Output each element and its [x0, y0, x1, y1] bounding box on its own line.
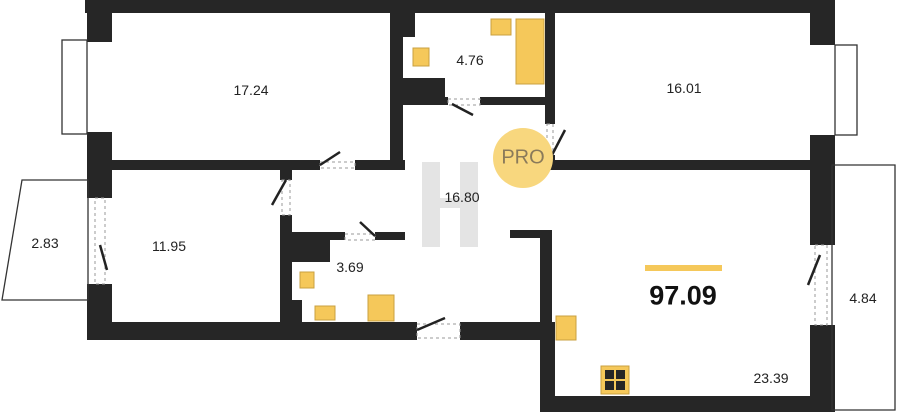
- kitchen-sink-icon: [555, 315, 577, 341]
- doors: [98, 102, 822, 332]
- fixtures: [299, 18, 630, 395]
- toilet-icon: [412, 47, 430, 67]
- walls: [85, 0, 835, 412]
- shower-icon: [367, 294, 395, 322]
- room-area-label: 16.80: [444, 189, 480, 205]
- sink-icon: [314, 305, 336, 321]
- pro-badge-circle: [493, 128, 553, 188]
- room-area-label: 4.84: [849, 290, 877, 306]
- room-area-label: 11.95: [152, 238, 186, 254]
- total-area: 97.09: [649, 280, 717, 311]
- accent-line: [645, 265, 722, 271]
- room-area-label: 17.24: [233, 82, 269, 98]
- balconies-and-windows: [1, 39, 896, 411]
- pro-badge: PRO: [501, 146, 545, 169]
- bathtub-icon: [515, 18, 545, 85]
- room-area-label: 3.69: [336, 259, 364, 275]
- room-area-label: 23.39: [753, 370, 789, 386]
- toilet-icon: [299, 271, 315, 289]
- watermark-logo: [422, 162, 478, 247]
- sink-icon: [490, 18, 512, 36]
- room-area-label: 16.01: [666, 80, 702, 96]
- room-area-label: 2.83: [31, 235, 59, 251]
- room-area-label: 4.76: [456, 52, 484, 68]
- stove-burners: [605, 370, 625, 390]
